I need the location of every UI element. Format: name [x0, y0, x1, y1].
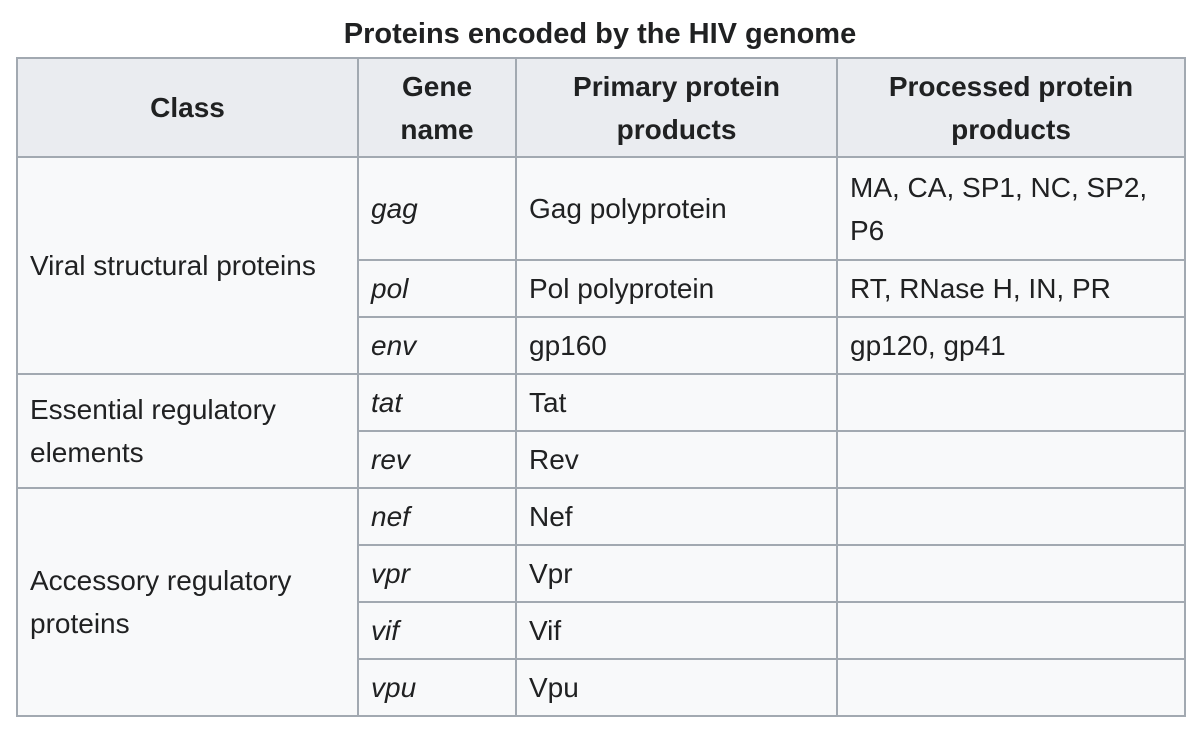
- table-body: Viral structural proteins gag Gag polypr…: [16, 156, 1186, 717]
- gene-cell: tat: [357, 373, 517, 432]
- processed-product-cell: [836, 658, 1186, 717]
- processed-product-cell: [836, 601, 1186, 660]
- primary-product-cell: Tat: [515, 373, 838, 432]
- header-class: Class: [16, 57, 359, 158]
- gene-cell: nef: [357, 487, 517, 546]
- processed-product-cell: [836, 544, 1186, 603]
- primary-product-cell: Vpr: [515, 544, 838, 603]
- header-primary-products: Primary protein products: [515, 57, 838, 158]
- table-row: rev Rev: [17, 430, 1186, 489]
- processed-product-cell: [836, 487, 1186, 546]
- table-row: env gp160 gp120, gp41: [17, 316, 1186, 375]
- table-row: Viral structural proteins gag Gag polypr…: [16, 156, 1186, 375]
- hiv-proteins-table: Class Gene name Primary protein products…: [16, 57, 1186, 717]
- gene-cell: vpr: [357, 544, 517, 603]
- table-row: vpr Vpr: [17, 544, 1186, 603]
- primary-product-cell: Rev: [515, 430, 838, 489]
- processed-product-cell: RT, RNase H, IN, PR: [836, 259, 1186, 318]
- table-row: Essential regulatory elements tat Tat: [16, 373, 1186, 489]
- gene-cell: rev: [357, 430, 517, 489]
- processed-product-cell: MA, CA, SP1, NC, SP2, P6: [836, 156, 1186, 261]
- class-cell: Accessory regulatory proteins: [16, 487, 359, 717]
- gene-cell: vpu: [357, 658, 517, 717]
- primary-product-cell: Pol polyprotein: [515, 259, 838, 318]
- table-row: pol Pol polyprotein RT, RNase H, IN, PR: [17, 259, 1186, 318]
- gene-cell: gag: [357, 156, 517, 261]
- primary-product-cell: Nef: [515, 487, 838, 546]
- class-cell: Essential regulatory elements: [16, 373, 359, 489]
- primary-product-cell: Vif: [515, 601, 838, 660]
- primary-product-cell: Vpu: [515, 658, 838, 717]
- primary-product-cell: gp160: [515, 316, 838, 375]
- primary-product-cell: Gag polyprotein: [515, 156, 838, 261]
- header-row: Class Gene name Primary protein products…: [16, 57, 1186, 158]
- processed-product-cell: gp120, gp41: [836, 316, 1186, 375]
- table-header: Class Gene name Primary protein products…: [16, 57, 1186, 158]
- processed-product-cell: [836, 430, 1186, 489]
- processed-product-cell: [836, 373, 1186, 432]
- table-caption: Proteins encoded by the HIV genome: [343, 18, 857, 50]
- table-row: Accessory regulatory proteins nef Nef: [16, 487, 1186, 717]
- gene-cell: vif: [357, 601, 517, 660]
- header-processed-products: Processed protein products: [836, 57, 1186, 158]
- class-cell: Viral structural proteins: [16, 156, 359, 375]
- header-gene-name: Gene name: [357, 57, 517, 158]
- table-row: vpu Vpu: [17, 658, 1186, 717]
- gene-cell: env: [357, 316, 517, 375]
- gene-cell: pol: [357, 259, 517, 318]
- table-row: vif Vif: [17, 601, 1186, 660]
